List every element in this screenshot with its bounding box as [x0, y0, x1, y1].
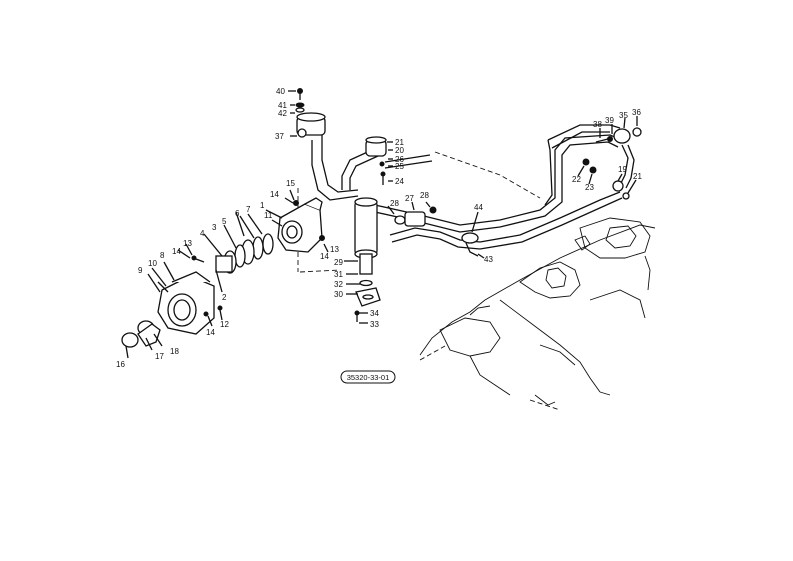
callout-1: 1 [260, 201, 265, 210]
callout-44: 44 [474, 203, 483, 212]
callout-21: 21 [633, 172, 642, 181]
callout-14: 14 [206, 328, 215, 337]
callout-4: 4 [200, 229, 205, 238]
callout-35: 35 [619, 111, 628, 120]
callout-28: 28 [390, 199, 399, 208]
callout-34: 34 [370, 309, 379, 318]
callout-14: 14 [172, 247, 181, 256]
callout-26: 26 [395, 155, 404, 164]
callout-20: 20 [395, 146, 404, 155]
callout-13: 13 [330, 245, 339, 254]
callout-16: 16 [116, 360, 125, 369]
callout-40: 40 [276, 87, 285, 96]
callout-11: 11 [264, 211, 273, 220]
engine-block-outline [419, 217, 656, 411]
callout-18: 18 [170, 347, 179, 356]
clamp-assembly [461, 211, 485, 259]
callout-5: 5 [222, 217, 227, 226]
callout-32: 32 [334, 280, 343, 289]
callout-7: 7 [246, 205, 251, 214]
callout-27: 27 [405, 194, 414, 203]
callout-29: 29 [334, 258, 343, 267]
callout-28: 28 [420, 191, 429, 200]
callout-21: 21 [395, 138, 404, 147]
right-fittings [577, 116, 642, 200]
callout-23: 23 [585, 183, 594, 192]
top-valve-assembly [288, 88, 326, 138]
drawing-code-label: 35320-33-01 [340, 370, 396, 384]
callout-42: 42 [278, 109, 287, 118]
callout-3: 3 [212, 223, 217, 232]
callout-14: 14 [270, 190, 279, 199]
callout-43: 43 [484, 255, 493, 264]
callout-12: 12 [220, 320, 229, 329]
callout-2: 2 [222, 293, 227, 302]
callout-22: 22 [572, 175, 581, 184]
callout-37: 37 [275, 132, 284, 141]
callout-9: 9 [138, 266, 143, 275]
callout-38: 38 [593, 120, 602, 129]
callout-8: 8 [160, 251, 165, 260]
callout-15: 15 [286, 179, 295, 188]
callout-19: 19 [618, 165, 627, 174]
filter-assembly [344, 136, 437, 324]
callout-14: 14 [320, 252, 329, 261]
callout-6: 6 [235, 209, 240, 218]
callout-39: 39 [605, 116, 614, 125]
callout-30: 30 [334, 290, 343, 299]
callout-33: 33 [370, 320, 379, 329]
callout-24: 24 [395, 177, 404, 186]
callout-17: 17 [155, 352, 164, 361]
callout-13: 13 [183, 239, 192, 248]
callout-36: 36 [632, 108, 641, 117]
callout-25: 25 [395, 162, 404, 171]
callout-41: 41 [278, 101, 287, 110]
callout-31: 31 [334, 270, 343, 279]
pump-assembly [121, 189, 329, 359]
callout-labels: 40 41 42 37 21 20 26 25 24 15 14 1 11 7 … [116, 87, 642, 369]
drawing-code-text: 35320-33-01 [347, 373, 390, 382]
callout-10: 10 [148, 259, 157, 268]
